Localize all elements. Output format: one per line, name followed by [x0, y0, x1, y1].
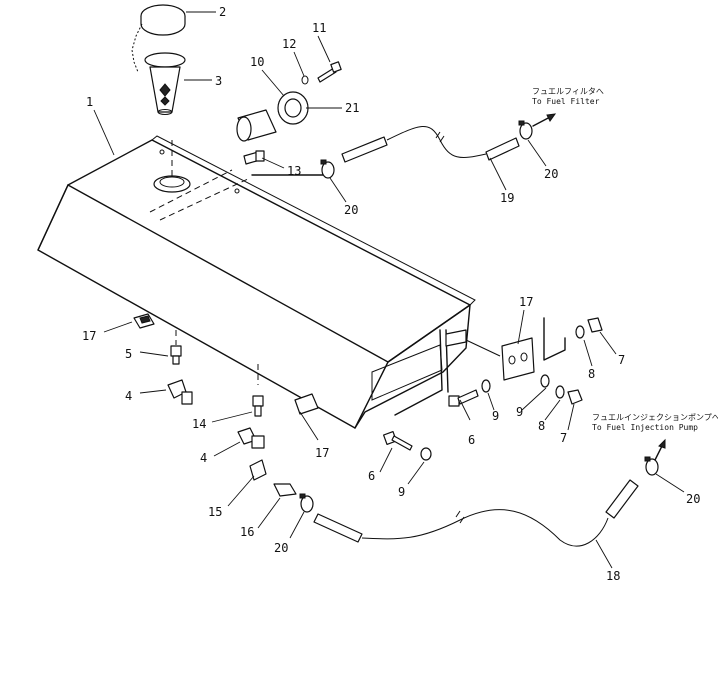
note-filter-jp: フュエルフィルタへ — [532, 87, 604, 96]
destination-notes: フュエルフィルタへ To Fuel Filter フュエルインジェクションポンプ… — [532, 87, 718, 432]
tank-strap — [394, 329, 501, 416]
drain-plug — [252, 395, 264, 417]
washer-right-a — [481, 379, 491, 393]
lock-washer-upper — [575, 325, 585, 339]
clamp-lower-left — [299, 493, 314, 513]
washer-right-b — [540, 374, 550, 388]
callout-15: 15 — [208, 505, 222, 519]
callout-1: 1 — [86, 95, 93, 109]
callout-19: 19 — [500, 191, 514, 205]
connector — [249, 459, 267, 481]
arrow-to-filter-head — [546, 113, 557, 122]
callout-7a: 7 — [560, 431, 567, 445]
callout-18: 18 — [606, 569, 620, 583]
callout-6b: 6 — [468, 433, 475, 447]
callout-labels: 2 3 1 10 11 12 21 13 20 19 20 17 5 4 14 … — [82, 5, 700, 583]
filler-strainer — [144, 52, 186, 115]
callout-16: 16 — [240, 525, 254, 539]
bolt-right — [448, 389, 479, 407]
callout-9a: 9 — [398, 485, 405, 499]
elbow-lower — [237, 427, 265, 449]
nut-lower-right — [567, 389, 583, 405]
callout-2: 2 — [219, 5, 226, 19]
callout-13: 13 — [287, 164, 301, 178]
note-injection-en: To Fuel Injection Pump — [592, 423, 698, 432]
clamp-upper-right — [518, 120, 533, 140]
callout-5: 5 — [125, 347, 132, 361]
callout-20c: 20 — [274, 541, 288, 555]
mounting-bracket-left — [133, 313, 155, 329]
callout-20b: 20 — [544, 167, 558, 181]
callout-4b: 4 — [200, 451, 207, 465]
callout-11: 11 — [312, 21, 326, 35]
callout-4a: 4 — [125, 389, 132, 403]
callout-17b: 17 — [315, 446, 329, 460]
callout-20a: 20 — [344, 203, 358, 217]
return-fitting — [243, 150, 265, 165]
callout-9b: 9 — [492, 409, 499, 423]
drain-valve — [170, 345, 182, 365]
hose-to-injection-pump — [313, 479, 639, 547]
callout-8a: 8 — [538, 419, 545, 433]
note-injection-jp: フュエルインジェクションポンプへ — [592, 413, 718, 422]
nut-upper-right — [587, 317, 603, 333]
clamp-upper-left — [320, 159, 335, 179]
callout-21: 21 — [345, 101, 359, 115]
clamp-lower-right — [644, 456, 659, 476]
lock-washer-right — [555, 385, 565, 399]
leader-lines — [93, 11, 685, 569]
mounting-bracket-center — [294, 393, 319, 415]
callout-20d: 20 — [686, 492, 700, 506]
callout-10: 10 — [250, 55, 264, 69]
washer-lower — [420, 447, 432, 461]
filler-cap — [131, 4, 186, 73]
arrow-to-injection-pump-head — [658, 438, 666, 449]
callout-17c: 17 — [519, 295, 533, 309]
callout-9c: 9 — [516, 405, 523, 419]
callout-6a: 6 — [368, 469, 375, 483]
callout-3: 3 — [215, 74, 222, 88]
level-gauge-assembly — [236, 61, 342, 142]
callout-14: 14 — [192, 417, 206, 431]
callout-12: 12 — [282, 37, 296, 51]
callout-17a: 17 — [82, 329, 96, 343]
elbow-upper — [167, 379, 193, 405]
fuel-tank — [37, 135, 476, 429]
hose-to-filter — [341, 126, 520, 163]
bracket-right — [501, 317, 566, 381]
note-filter-en: To Fuel Filter — [532, 97, 600, 106]
bolt-left — [382, 430, 413, 451]
callout-8b: 8 — [588, 367, 595, 381]
check-valve — [273, 483, 297, 497]
callout-7b: 7 — [618, 353, 625, 367]
